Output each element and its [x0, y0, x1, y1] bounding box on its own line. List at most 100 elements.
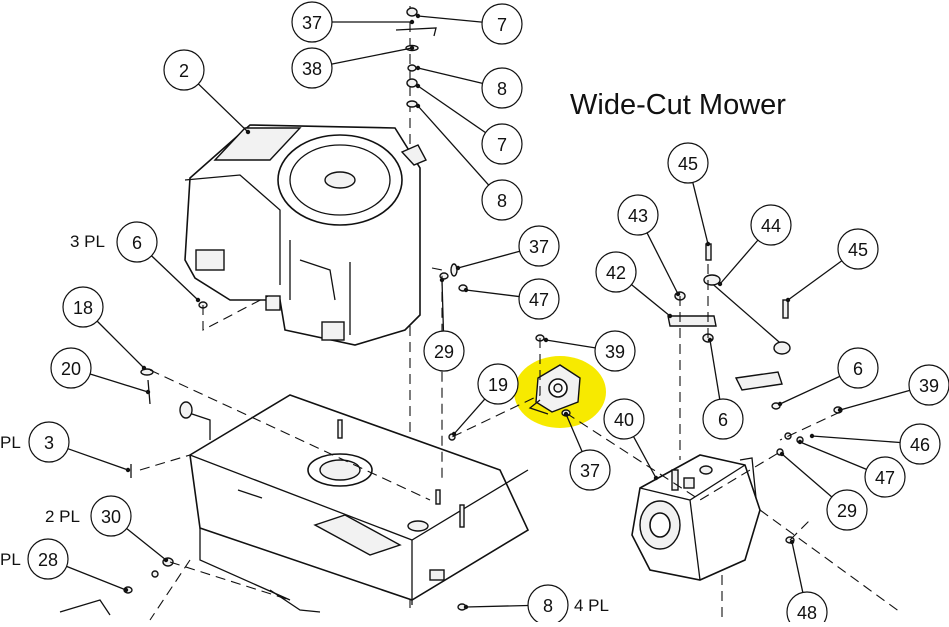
callout-circle	[90, 495, 132, 537]
callout-circle	[864, 456, 906, 498]
assembly-lines	[139, 260, 901, 621]
callout-leader-line	[197, 83, 249, 133]
diagram-title: Wide-Cut Mower	[570, 89, 786, 121]
callout-circle	[423, 330, 465, 372]
callout-number: 42	[606, 263, 626, 283]
callout-number: 29	[837, 501, 857, 521]
leader-arrowhead	[789, 539, 795, 545]
callout-bubble: 37	[569, 449, 611, 491]
leader-arrowhead	[543, 337, 549, 343]
callout-circle	[908, 364, 949, 406]
callout-leader-line	[417, 85, 486, 134]
engine	[184, 124, 427, 346]
callout-bubble: 48	[786, 591, 828, 627]
callout-number: 20	[61, 359, 81, 379]
leader-arrowhead	[415, 13, 421, 19]
callout-leader-line	[89, 373, 149, 393]
callout-circle	[518, 278, 560, 320]
callout-bubble: 44	[750, 204, 792, 246]
callout-bubble: 3	[28, 421, 70, 463]
callout-number: 45	[848, 240, 868, 260]
placement-label: 4 PL	[574, 596, 609, 615]
callout-bubble: 37	[291, 1, 333, 43]
callout-bubble: 37	[518, 225, 560, 267]
callout-circle	[603, 398, 645, 440]
callout-leader-line	[646, 232, 679, 295]
callout-number: 40	[614, 410, 634, 430]
callout-bubble: 6	[837, 347, 879, 389]
callout-circle	[837, 347, 879, 389]
callout-leader-line	[779, 375, 841, 405]
axis-hardware	[395, 7, 437, 108]
callout-leader-line	[96, 320, 145, 369]
callout-number: 8	[497, 191, 507, 211]
callout-bubble: 47	[518, 278, 560, 320]
leader-arrowhead	[809, 433, 815, 439]
callout-number: 46	[910, 435, 930, 455]
callout-leader-line	[417, 15, 483, 23]
callout-bubble: 38	[291, 47, 333, 89]
callout-leader-line	[545, 339, 596, 349]
placement-label: PL	[0, 433, 21, 452]
placement-labels: 3 PL PL 2 PL PL 4 PL	[0, 232, 609, 615]
leader-arrowhead	[653, 475, 659, 481]
callout-circle	[702, 398, 744, 440]
callout-circle	[786, 591, 828, 627]
callout-leader-line	[692, 182, 709, 245]
leader-arrowhead	[145, 389, 151, 395]
leader-arrowhead	[163, 557, 169, 563]
callout-number: 48	[797, 603, 817, 622]
leader-arrowhead	[123, 587, 129, 593]
callout-bubble: 6	[702, 398, 744, 440]
callout-circle	[481, 3, 523, 45]
callout-number: 37	[580, 461, 600, 481]
callout-bubble: 47	[864, 456, 906, 498]
callout-leader-line	[441, 279, 445, 332]
callout-leader-line	[465, 289, 520, 298]
leader-arrowhead	[779, 451, 785, 457]
callout-leader-line	[799, 441, 867, 470]
callout-bubble: 45	[837, 228, 879, 270]
leader-arrowhead	[245, 129, 251, 135]
callout-circle	[569, 449, 611, 491]
callout-circle	[595, 251, 637, 293]
callout-leader-line	[709, 339, 721, 400]
leader-arrowhead	[563, 411, 569, 417]
leader-arrowhead	[705, 241, 711, 247]
callout-number: 8	[543, 596, 553, 616]
callout-bubble: 6	[116, 221, 158, 263]
callout-number: 37	[302, 13, 322, 33]
leader-arrowhead	[409, 19, 415, 25]
callout-leader-line	[719, 239, 759, 285]
callout-number: 19	[488, 375, 508, 395]
placement-label: 3 PL	[70, 232, 105, 251]
leader-arrowhead	[439, 277, 445, 283]
callout-leader-line	[632, 436, 657, 479]
callout-bubble: 39	[908, 364, 949, 406]
callout-bubble: 30	[90, 495, 132, 537]
leader-arrowhead	[455, 265, 461, 271]
callout-number: 8	[497, 79, 507, 99]
callout-bubble: 39	[594, 330, 636, 372]
callout-number: 18	[73, 298, 93, 318]
callout-circle	[826, 489, 868, 531]
callout-circle	[481, 179, 523, 221]
callout-circle	[291, 47, 333, 89]
callout-bubble: 29	[826, 489, 868, 531]
callout-leader-line	[417, 105, 490, 186]
leader-arrowhead	[675, 291, 681, 297]
leader-arrowhead	[777, 401, 783, 407]
callout-circle	[62, 286, 104, 328]
callout-bubble: 42	[595, 251, 637, 293]
callout-bubble: 29	[423, 330, 465, 372]
callout-bubble: 8	[481, 179, 523, 221]
callout-circle	[477, 363, 519, 405]
callout-bubble: 8	[481, 67, 523, 109]
callout-number: 43	[628, 206, 648, 226]
callout-leader-line	[66, 565, 127, 591]
callout-circle	[481, 123, 523, 165]
callout-circle	[750, 204, 792, 246]
leader-arrowhead	[415, 103, 421, 109]
callout-number: 38	[302, 59, 322, 79]
